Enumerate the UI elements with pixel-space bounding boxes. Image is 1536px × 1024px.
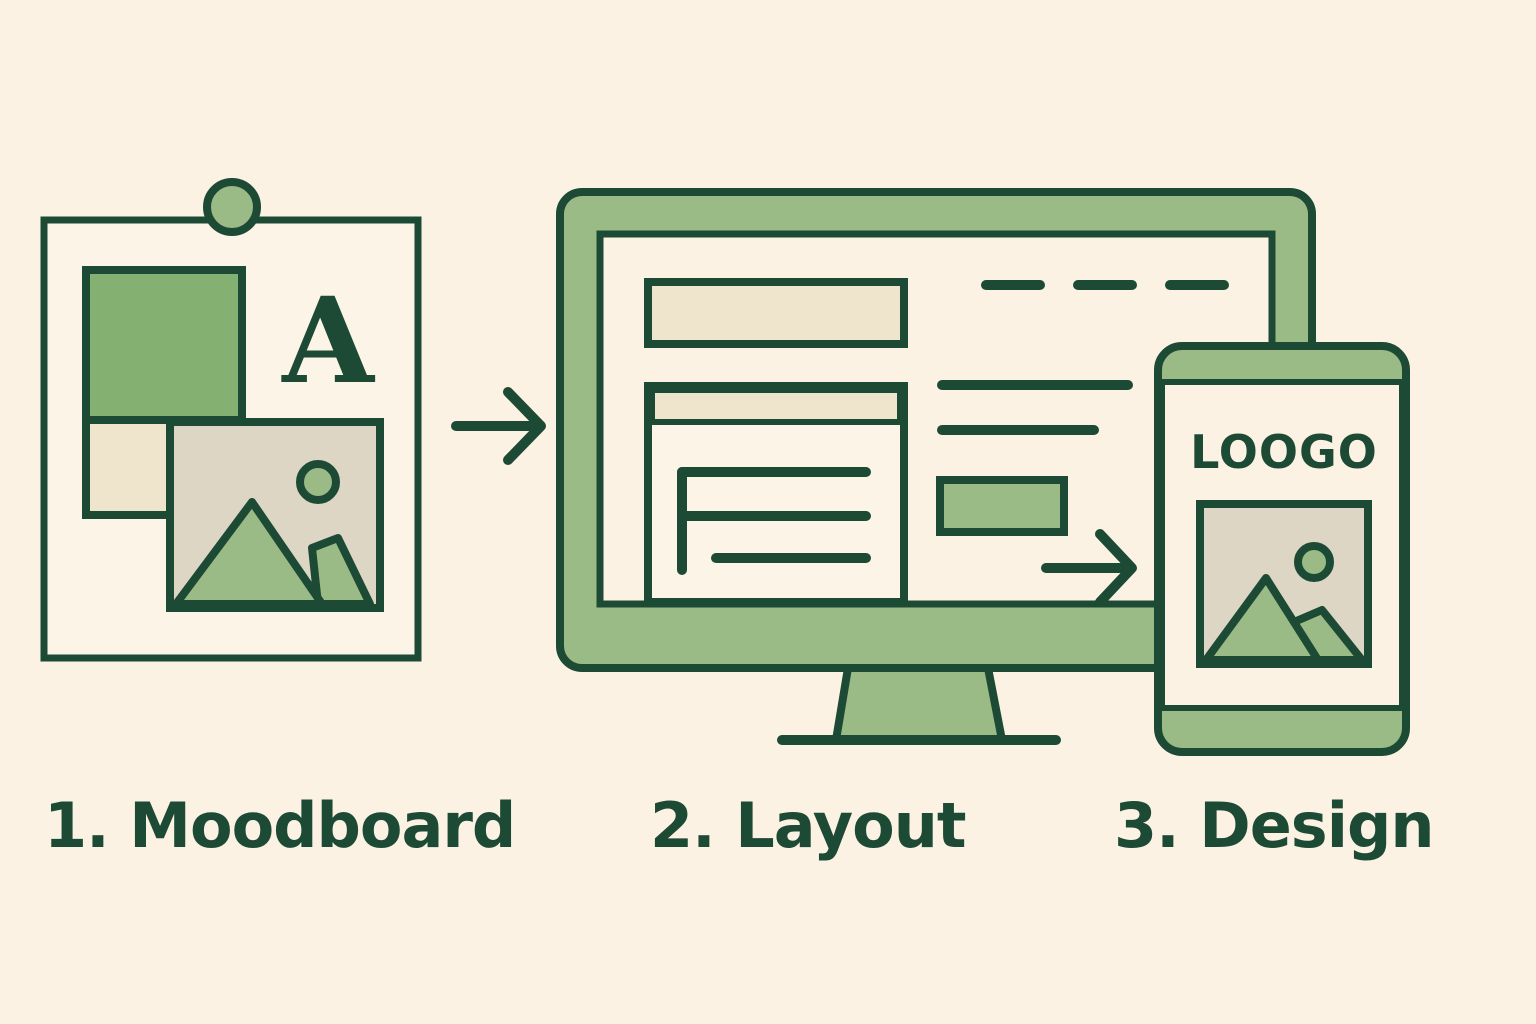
image-placeholder-icon [1196, 500, 1372, 668]
step-label-layout: 2. Layout [650, 789, 967, 862]
layout-card-header [649, 387, 903, 425]
layout-header-block [644, 278, 908, 348]
image-placeholder-icon [166, 418, 384, 612]
phone-illustration: LOOGO [1154, 342, 1410, 756]
layout-button-block [936, 476, 1068, 536]
step-label-moodboard: 1. Moodboard [44, 789, 516, 862]
layout-card-lines [677, 467, 871, 575]
phone-logo-text: LOOGO [1190, 425, 1378, 479]
pin-icon [203, 178, 261, 236]
typography-sample: A [281, 271, 375, 410]
layout-text-lines [937, 380, 1133, 435]
arrow-right-icon [1041, 529, 1137, 607]
color-swatch-beige [82, 416, 184, 519]
step-label-design: 3. Design [1114, 789, 1434, 862]
monitor-stand [832, 664, 1006, 744]
color-swatch-green [82, 266, 246, 424]
moodboard-illustration: A [40, 178, 422, 662]
arrow-right-icon [451, 387, 546, 465]
